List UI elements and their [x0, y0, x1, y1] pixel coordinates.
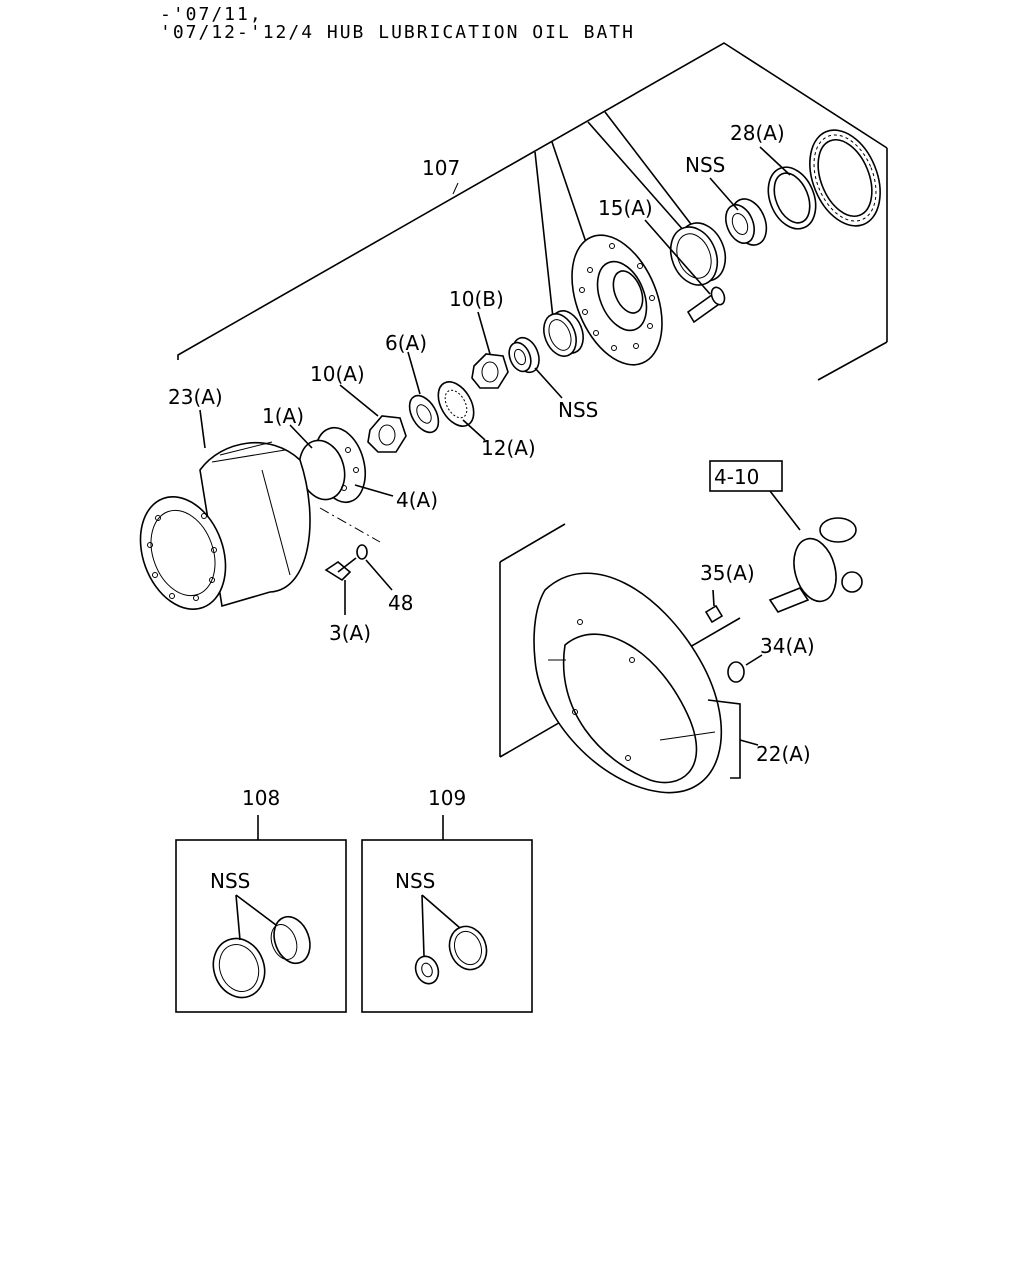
label-4a: 4(A) — [396, 488, 438, 512]
part-nss-tapered-bearing-top — [725, 198, 768, 246]
label-12a: 12(A) — [481, 436, 536, 460]
label-10a: 10(A) — [310, 362, 365, 386]
part-bearing-cup — [669, 222, 727, 286]
reference-box-4-10: 4-10 — [714, 465, 759, 489]
label-35a: 35(A) — [700, 561, 755, 585]
label-nss-mid: NSS — [558, 398, 598, 422]
part-steering-knuckle — [709, 460, 863, 613]
label-6a: 6(A) — [385, 331, 427, 355]
part-10a-nut — [367, 415, 407, 453]
label-nss-kit-109: NSS — [395, 869, 435, 893]
part-23a-brake-drum — [139, 441, 311, 610]
part-12a-thrust-washer — [437, 381, 475, 427]
part-34a-plug — [727, 654, 763, 683]
label-15a: 15(A) — [598, 196, 653, 220]
label-22a: 22(A) — [756, 742, 811, 766]
kit-108-box — [175, 815, 347, 1013]
part-28a-roller-ring — [809, 129, 881, 227]
part-35a-bolt — [704, 589, 724, 624]
diagram-header-line-1: -'07/11, — [160, 4, 263, 25]
label-nss-kit-108: NSS — [210, 869, 250, 893]
label-34a: 34(A) — [760, 634, 815, 658]
kit-109-box — [361, 815, 533, 1013]
label-109: 109 — [428, 786, 466, 810]
part-22a-backing-plate — [499, 523, 759, 794]
label-1a: 1(A) — [262, 404, 304, 428]
part-15a-stud — [686, 286, 726, 324]
label-10b: 10(B) — [449, 287, 504, 311]
part-nss-tapered-bearing-mid — [508, 336, 540, 374]
part-6a-washer — [408, 394, 440, 434]
label-28a: 28(A) — [730, 121, 785, 145]
label-nss-top: NSS — [685, 153, 725, 177]
label-48: 48 — [388, 591, 413, 615]
part-1a-hub-cap — [298, 426, 366, 504]
group-107-bracket — [177, 42, 888, 381]
label-108: 108 — [242, 786, 280, 810]
part-hub-flange — [571, 234, 663, 366]
part-3a-bolt — [324, 557, 357, 582]
label-107: 107 — [422, 156, 460, 180]
label-23a: 23(A) — [168, 385, 223, 409]
part-28a-seal — [767, 166, 817, 230]
part-48-washer — [356, 544, 368, 560]
part-10b-nut — [471, 353, 509, 389]
label-3a: 3(A) — [329, 621, 371, 645]
diagram-header-line-2: '07/12-'12/4 HUB LUBRICATION OIL BATH — [160, 22, 635, 43]
part-small-bearing-cup — [543, 310, 584, 357]
